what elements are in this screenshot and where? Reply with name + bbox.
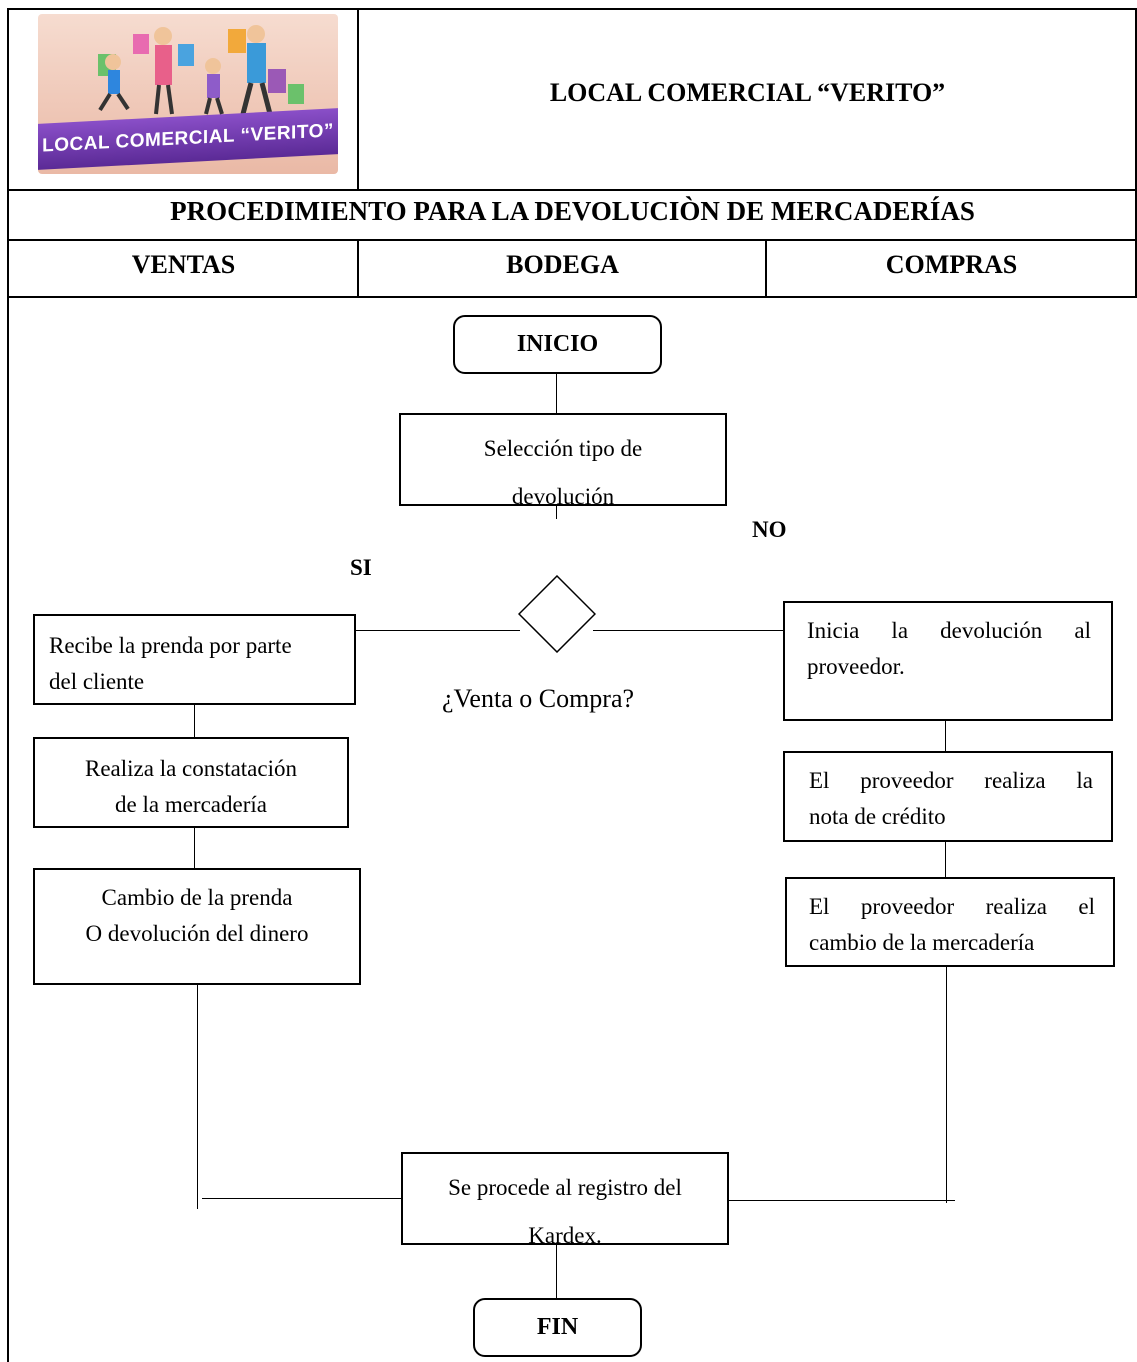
select-type-line-1: Selección tipo de	[483, 436, 643, 461]
connector-select-to-gap	[556, 505, 557, 519]
ventas-step-2-line-2: de la mercadería	[115, 792, 267, 817]
header-row3-bottom	[8, 296, 1137, 298]
decision-label: ¿Venta o Compra?	[442, 684, 635, 713]
connector-register-to-fin	[556, 1245, 557, 1298]
connector-compras-2-3	[945, 840, 946, 878]
start-label: INICIO	[516, 331, 599, 357]
ventas-step-3: Cambio de la prenda O devolución del din…	[33, 868, 361, 985]
ventas-step-1: Recibe la prenda por parte del cliente	[33, 614, 356, 705]
select-type-line-2: devolución	[511, 484, 615, 506]
ventas-step-1-line-2: del cliente	[49, 669, 145, 694]
no-label: NO	[752, 517, 787, 542]
compras-step-1-line-2: proveedor.	[807, 654, 905, 679]
compras-step-2: El proveedor realiza la nota de crédito	[783, 751, 1113, 842]
connector-decision-to-ventas	[355, 630, 520, 631]
end-label: FIN	[536, 1314, 579, 1340]
connector-compras-down	[946, 965, 947, 1203]
column-divider-2	[765, 240, 767, 298]
logo-text: LOCAL COMERCIAL “VERITO”	[42, 120, 334, 157]
connector-compras-1-2	[945, 720, 946, 752]
table-top-border	[8, 8, 1137, 10]
connector-compras-to-register	[728, 1200, 955, 1201]
start-terminal: INICIO	[453, 315, 662, 374]
compras-step-3: El proveedor realiza el cambio de la mer…	[785, 877, 1115, 967]
family-shopping-illustration	[98, 25, 304, 115]
procedure-title: PROCEDIMIENTO PARA LA DEVOLUCIÒN DE MERC…	[170, 196, 975, 226]
ventas-step-2: Realiza la constatación de la mercadería	[33, 737, 349, 828]
register-line-1: Se procede al registro del	[448, 1175, 682, 1200]
compras-step-2-line-2: nota de crédito	[809, 804, 946, 829]
company-title: LOCAL COMERCIAL “VERITO”	[549, 78, 946, 107]
connector-inicio-to-select	[556, 372, 557, 414]
header-row2-bottom	[8, 239, 1137, 241]
table-right-border	[1135, 8, 1137, 298]
end-terminal: FIN	[473, 1298, 642, 1357]
ventas-step-3-line-1: Cambio de la prenda	[101, 885, 293, 910]
column-header-bodega: BODEGA	[506, 250, 619, 279]
ventas-step-3-line-2: O devolución del dinero	[85, 921, 309, 946]
table-left-border	[7, 8, 9, 1362]
compras-step-1-line-1: Inicia la devolución al	[807, 618, 1091, 643]
yes-label: SI	[350, 555, 372, 580]
connector-ventas-2-3	[194, 827, 195, 869]
column-header-ventas: VENTAS	[131, 250, 236, 279]
register-kardex-box: Se procede al registro del Kardex.	[401, 1152, 729, 1245]
column-divider-1	[357, 240, 359, 298]
decision-diamond	[518, 575, 596, 653]
compras-step-3-line-2: cambio de la mercadería	[809, 930, 1035, 955]
connector-ventas-1-2	[194, 704, 195, 738]
connector-decision-to-compras	[593, 630, 783, 631]
select-type-box: Selección tipo de devolución	[399, 413, 727, 506]
ventas-step-1-line-1: Recibe la prenda por parte	[49, 633, 292, 658]
company-logo: LOCAL COMERCIAL “VERITO”	[38, 14, 338, 174]
header-logo-divider	[357, 8, 359, 190]
ventas-step-2-line-1: Realiza la constatación	[84, 756, 297, 781]
header-row1-bottom	[8, 189, 1137, 191]
compras-step-1: Inicia la devolución al proveedor.	[783, 601, 1113, 721]
compras-step-2-line-1: El proveedor realiza la	[809, 768, 1093, 793]
connector-ventas-down	[197, 983, 198, 1209]
connector-ventas-to-register	[202, 1198, 402, 1199]
column-header-compras: COMPRAS	[885, 250, 1018, 279]
compras-step-3-line-1: El proveedor realiza el	[809, 894, 1095, 919]
register-line-2: Kardex.	[528, 1223, 602, 1245]
